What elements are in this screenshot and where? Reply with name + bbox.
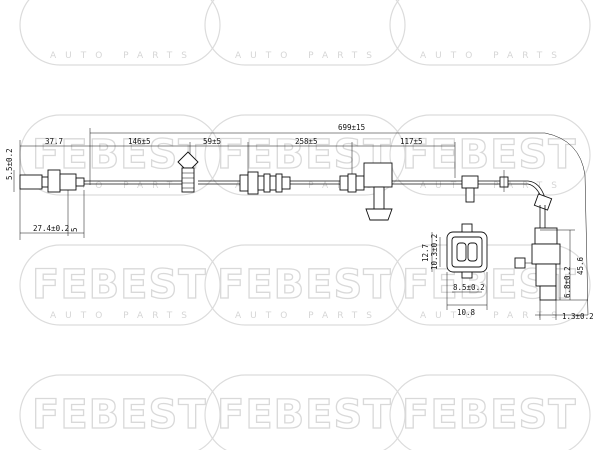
watermark-brand: FEBEST [217, 132, 392, 178]
dim-total-length: 699±15 [89, 123, 589, 316]
watermark-logo: FEBEST AUTO PARTS [204, 114, 406, 196]
watermark-tagline: AUTO PARTS [420, 181, 566, 191]
watermark-tagline: AUTO PARTS [420, 51, 566, 61]
dim-label-head-dia: 6.8±0.2 [563, 266, 572, 298]
watermark-brand: FEBEST [32, 262, 207, 308]
sensor-tip: 5.5±0.2 27.4±0.2 5 [5, 148, 85, 238]
watermark-tagline: AUTO PARTS [235, 51, 381, 61]
cable-grommet [239, 171, 291, 195]
dim-label-connector-w2: 10.8 [457, 308, 476, 317]
watermark-brand: FEBEST [217, 392, 392, 438]
watermark-logo: FEBEST AUTO PARTS [19, 114, 221, 196]
watermark-brand: FEBEST [402, 132, 577, 178]
watermark-logo: FEBEST [19, 374, 221, 454]
mounting-bracket [363, 162, 393, 221]
watermark-logo: FEBEST AUTO PARTS [19, 244, 221, 326]
cable-sleeve [339, 173, 365, 193]
watermark-layer: FEBEST AUTO PARTS FEBEST AUTO PARTS FEBE… [19, 0, 591, 454]
dim-label-sensor-length: 27.4±0.2 [33, 224, 69, 233]
dim-label-connector-h1: 12.7 [421, 244, 430, 262]
watermark-tagline: AUTO PARTS [235, 181, 381, 191]
watermark-logo: FEBEST AUTO PARTS [204, 244, 406, 326]
dim-label-seg5: 117±5 [400, 137, 423, 146]
dim-label-connector-w1: 8.5±0.2 [453, 283, 485, 292]
watermark-tagline: AUTO PARTS [235, 311, 381, 321]
dim-label-total: 699±15 [338, 123, 365, 132]
watermark-logo: FEBEST AUTO PARTS [389, 114, 591, 196]
watermark-tagline: AUTO PARTS [50, 51, 196, 61]
dim-label-seg1: 37.7 [45, 137, 63, 146]
cable-clip-1 [177, 151, 199, 193]
watermark-brand: FEBEST [32, 132, 207, 178]
dim-label-head-height: 45.6 [576, 256, 585, 275]
watermark-brand: FEBEST [32, 392, 207, 438]
watermark-logo: FEBEST [389, 374, 591, 454]
sensor-head-side-view: 45.6 6.8±0.2 1.3±0.2 [514, 205, 594, 321]
watermark-tagline: AUTO PARTS [50, 181, 196, 191]
watermark-brand: FEBEST [217, 262, 392, 308]
cable-clip-2 [461, 175, 479, 203]
watermark-logo: AUTO PARTS [204, 0, 406, 66]
watermark-logo: AUTO PARTS [19, 0, 221, 66]
watermark-tagline: AUTO PARTS [420, 311, 566, 321]
dim-label-connector-h2: 10.3±0.2 [430, 234, 439, 270]
dim-label-sensor-tip: 5 [70, 227, 79, 232]
dim-label-seg3: 59±5 [203, 137, 221, 146]
connector-front-view: 12.7 10.3±0.2 8.5±0.2 10.8 [421, 223, 488, 317]
dim-label-seg2: 146±5 [128, 137, 151, 146]
dim-label-sensor-dia: 5.5±0.2 [5, 148, 14, 180]
dim-label-seg4: 258±5 [295, 137, 318, 146]
watermark-logo: FEBEST [204, 374, 406, 454]
watermark-tagline: AUTO PARTS [50, 311, 196, 321]
watermark-brand: FEBEST [402, 392, 577, 438]
connector-lead [533, 193, 553, 211]
dim-label-head-offset: 1.3±0.2 [562, 312, 594, 321]
cable-clip-3 [499, 170, 509, 192]
watermark-logo: AUTO PARTS [389, 0, 591, 66]
